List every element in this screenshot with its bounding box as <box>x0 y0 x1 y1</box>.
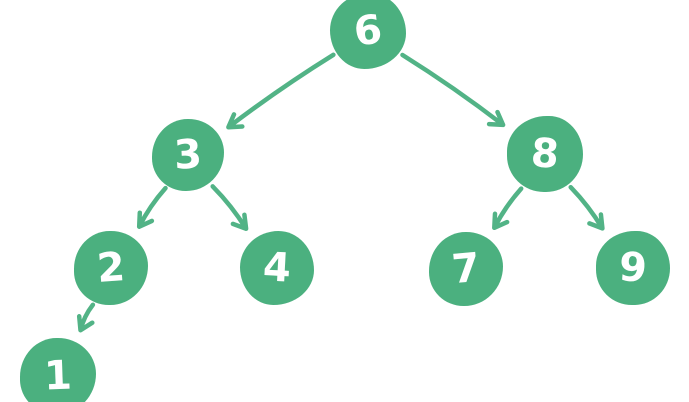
tree-edge-8-9 <box>568 184 605 231</box>
node-label: 9 <box>617 244 649 292</box>
node-label: 8 <box>529 130 561 178</box>
tree-node-6: 6 <box>330 0 406 69</box>
tree-edge-6-3 <box>226 52 336 130</box>
node-label: 4 <box>261 244 293 292</box>
tree-edge-6-8 <box>400 52 506 128</box>
tree-edge-3-4 <box>210 184 249 231</box>
node-label: 7 <box>450 244 482 294</box>
node-label: 6 <box>351 6 385 56</box>
node-label: 1 <box>43 352 73 400</box>
node-label: 2 <box>95 244 127 292</box>
tree-node-2: 2 <box>74 231 148 305</box>
tree-node-7: 7 <box>429 232 503 306</box>
node-label: 3 <box>172 131 204 179</box>
tree-edge-2-1 <box>76 302 96 333</box>
tree-node-4: 4 <box>240 231 314 305</box>
tree-node-9: 9 <box>596 231 670 305</box>
tree-node-8: 8 <box>507 116 583 192</box>
tree-edge-8-7 <box>492 186 524 231</box>
tree-edge-3-2 <box>136 185 168 229</box>
tree-node-3: 3 <box>152 119 224 191</box>
tree-node-1: 1 <box>20 338 96 402</box>
